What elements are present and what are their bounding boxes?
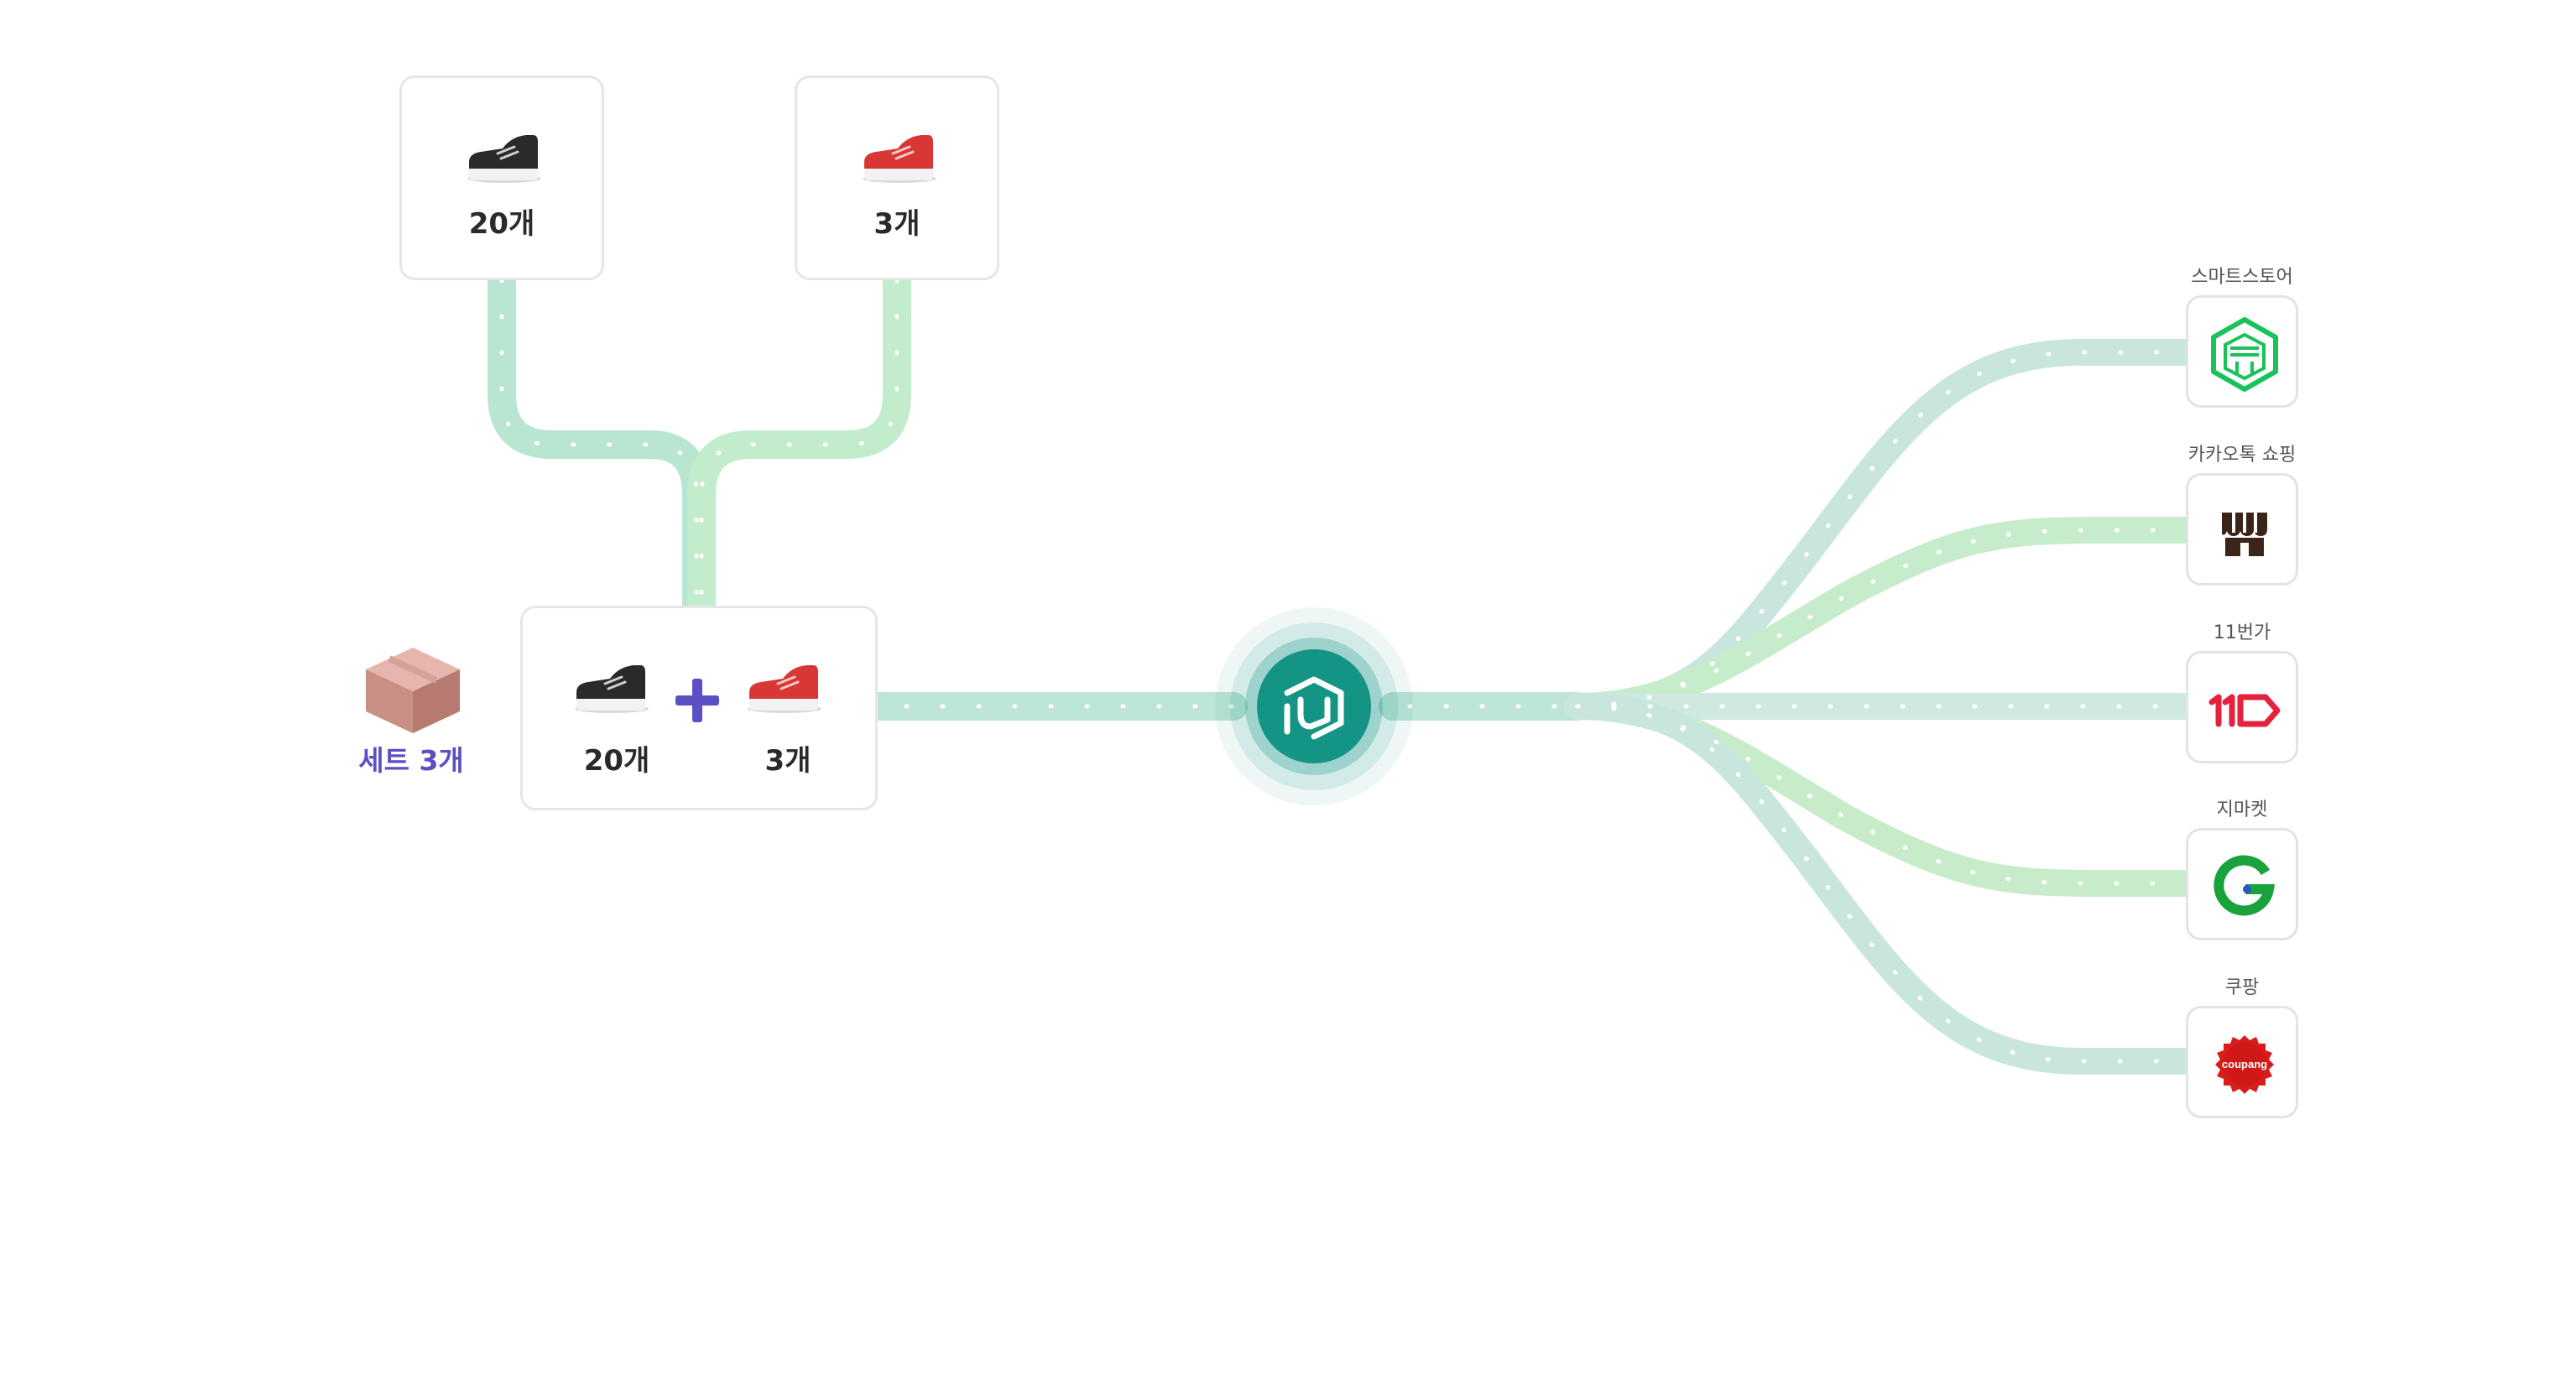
source-card-red: 3개 [795,75,999,280]
channel-label-gmarket: 지마켓 [2216,799,2268,820]
channel-label-11st: 11번가 [2213,622,2271,643]
smartstore-icon [2211,317,2278,392]
bundle-item-quantity: 3개 [764,744,811,778]
kakao-shopping-icon [2222,513,2267,556]
channel-label-kakao: 카카오톡 쇼핑 [2188,445,2297,466]
source-quantity: 20개 [468,207,535,241]
channel-gmarket[interactable] [2186,828,2298,940]
source-quantity: 3개 [873,207,920,241]
channel-kakao-shopping[interactable] [2186,473,2298,586]
source-card-black: 20개 [399,75,604,280]
channel-smartstore[interactable] [2186,295,2298,408]
bundle-card: 20개 3개 [520,606,878,810]
road-source-2 [687,266,911,620]
road-channel-5 [1564,693,2199,1075]
red-sneaker-icon [748,665,821,713]
channel-label-smartstore: 스마트스토어 [2191,267,2293,288]
coupang-icon: coupang [2215,1035,2274,1094]
set-count-label: 세트 3개 [358,744,464,777]
road-source-1 [488,266,711,620]
coupang-logo-text: coupang [2222,1058,2267,1070]
black-sneaker-icon [467,135,541,183]
red-sneaker-icon [863,135,936,183]
road-channel-2 [1564,517,2199,720]
11st-icon [2208,694,2281,727]
hub-logo-icon [1215,607,1413,805]
black-sneaker-icon [575,665,649,713]
channel-11st[interactable] [2186,651,2298,763]
channel-label-coupang: 쿠팡 [2224,977,2260,998]
plus-icon [675,679,719,722]
gmarket-icon [2214,855,2275,916]
bundle-item-quantity: 20개 [583,744,650,778]
box-icon [366,648,460,733]
channel-coupang[interactable]: coupang [2186,1006,2298,1118]
